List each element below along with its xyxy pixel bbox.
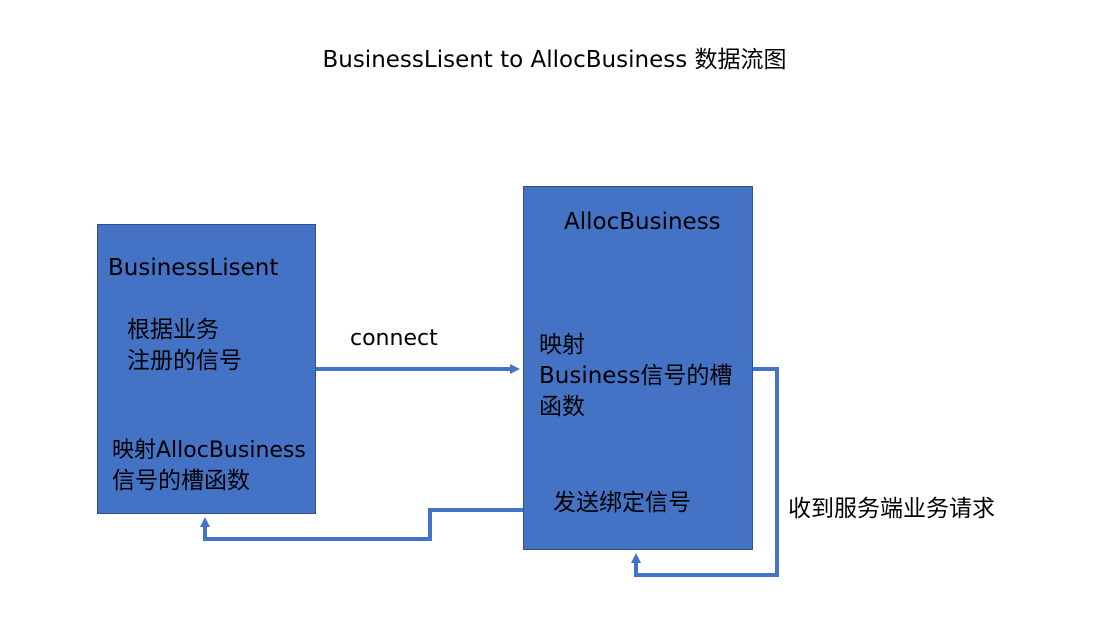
businesslisent-line-1: 根据业务 bbox=[127, 317, 219, 343]
allocbusiness-line-4: 发送绑定信号 bbox=[553, 490, 691, 516]
return-arrow bbox=[200, 508, 523, 541]
businesslisent-title: BusinessLisent bbox=[108, 255, 279, 281]
businesslisent-line-4: 信号的槽函数 bbox=[112, 468, 250, 494]
self-loop-arrow bbox=[631, 367, 779, 577]
allocbusiness-title: AllocBusiness bbox=[564, 209, 721, 235]
diagram-title: BusinessLisent to AllocBusiness 数据流图 bbox=[322, 47, 787, 73]
businesslisent-line-2: 注册的信号 bbox=[127, 348, 242, 374]
businesslisent-box: BusinessLisent 根据业务 注册的信号 映射AllocBusines… bbox=[97, 224, 316, 514]
allocbusiness-line-2: Business信号的槽 bbox=[539, 363, 733, 389]
connect-label: connect bbox=[350, 326, 438, 351]
allocbusiness-box: AllocBusiness 映射 Business信号的槽 函数 发送绑定信号 bbox=[523, 186, 753, 550]
businesslisent-line-3: 映射AllocBusiness bbox=[112, 438, 306, 463]
allocbusiness-line-3: 函数 bbox=[539, 394, 585, 420]
request-label: 收到服务端业务请求 bbox=[788, 496, 995, 522]
allocbusiness-line-1: 映射 bbox=[539, 332, 585, 358]
